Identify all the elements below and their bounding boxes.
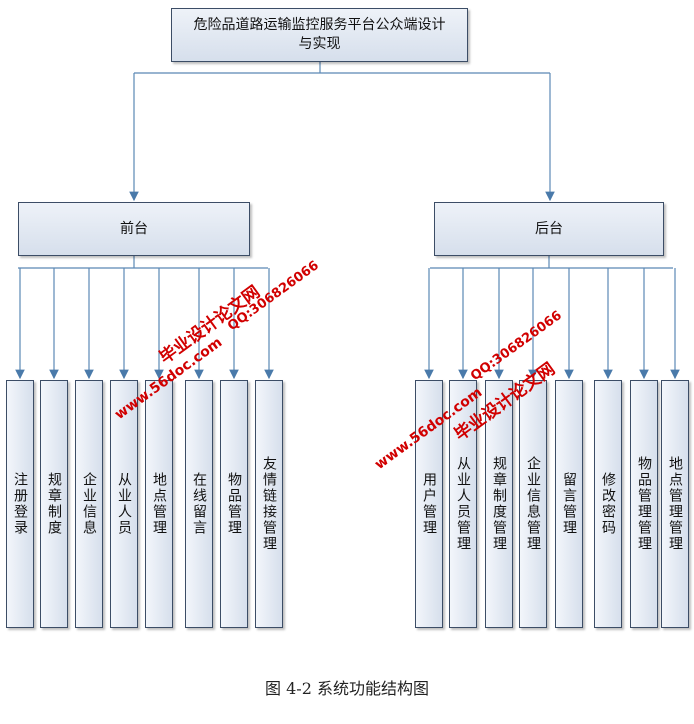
front-leaf: 在线留言 [185, 380, 213, 628]
front-node: 前台 [18, 202, 250, 256]
back-leaf: 规章制度管理 [485, 380, 513, 628]
back-leaf: 企业信息管理 [519, 380, 547, 628]
front-leaf: 规章制度 [40, 380, 68, 628]
back-leaf: 留言管理 [555, 380, 583, 628]
front-leaf: 企业信息 [75, 380, 103, 628]
back-leaf: 用户管理 [415, 380, 443, 628]
front-leaf: 物品管理 [220, 380, 248, 628]
back-leaf: 从业人员管理 [449, 380, 477, 628]
root-title-line1: 危险品道路运输监控服务平台公众端设计 [193, 17, 446, 34]
front-leaf: 地点管理 [145, 380, 173, 628]
front-leaf: 从业人员 [110, 380, 138, 628]
front-leaf: 友情链接管理 [255, 380, 283, 628]
front-leaf: 注册登录 [6, 380, 34, 628]
figure-caption: 图 4-2 系统功能结构图 [265, 679, 429, 698]
root-node: 危险品道路运输监控服务平台公众端设计 与实现 [171, 8, 468, 62]
front-label: 前台 [120, 220, 148, 237]
root-title-line2: 与实现 [298, 36, 341, 52]
back-leaf: 修改密码 [594, 380, 622, 628]
back-leaf: 物品管理管理 [630, 380, 658, 628]
back-leaf: 地点管理管理 [661, 380, 689, 628]
back-label: 后台 [535, 220, 563, 237]
back-node: 后台 [434, 202, 664, 256]
